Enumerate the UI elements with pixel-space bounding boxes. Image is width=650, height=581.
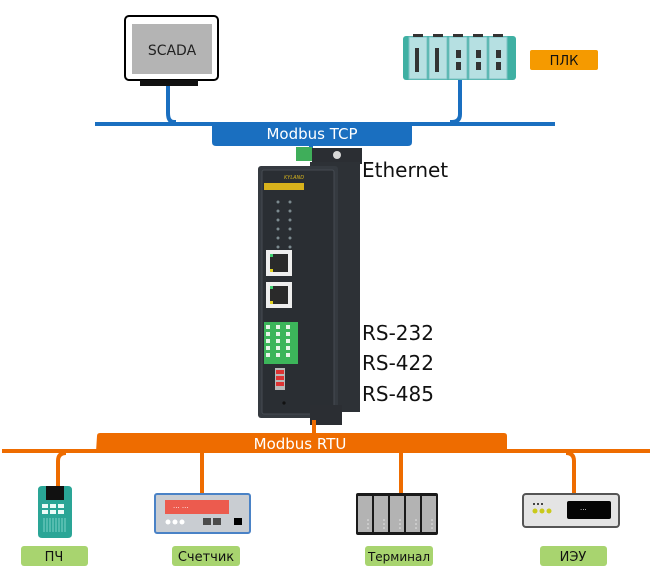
vfd-badge [21,546,88,566]
modbus-tcp-bus [95,80,555,154]
rs422-label: RS-422 [362,351,434,375]
modbus-rtu-label: Modbus RTU [254,435,347,453]
plc-rack-icon [403,34,516,80]
energy-meter-icon: ··· ··· [154,493,251,534]
plc-badge [530,50,598,70]
terminal-label: Терминал [367,550,430,564]
rs485-label: RS-485 [362,382,434,406]
serial-terminal-block [264,322,298,364]
modbus-tcp-label: Modbus TCP [266,125,357,143]
vfd-drive-icon [38,486,72,538]
vfd-label: ПЧ [45,550,64,565]
scada-label: SCADA [148,43,197,59]
rs232-label: RS-232 [362,321,434,345]
scada-computer-icon [124,15,219,86]
terminal-badge [365,546,433,566]
meter-badge [172,546,240,566]
ethernet-label: Ethernet [362,158,448,182]
svg-text:··· ···: ··· ··· [173,504,189,512]
ied-device-icon: ··· [522,493,620,528]
ied-badge [540,546,607,566]
modbus-rtu-bus [2,420,650,495]
terminal-rack-icon [356,493,438,535]
gateway-device-icon: KYLAND [258,147,362,425]
svg-text:···: ··· [580,506,587,514]
ied-label: ИЭУ [560,550,587,565]
gateway-brand: KYLAND [284,175,304,181]
plc-label: ПЛК [550,54,579,69]
meter-label: Счетчик [178,550,234,565]
